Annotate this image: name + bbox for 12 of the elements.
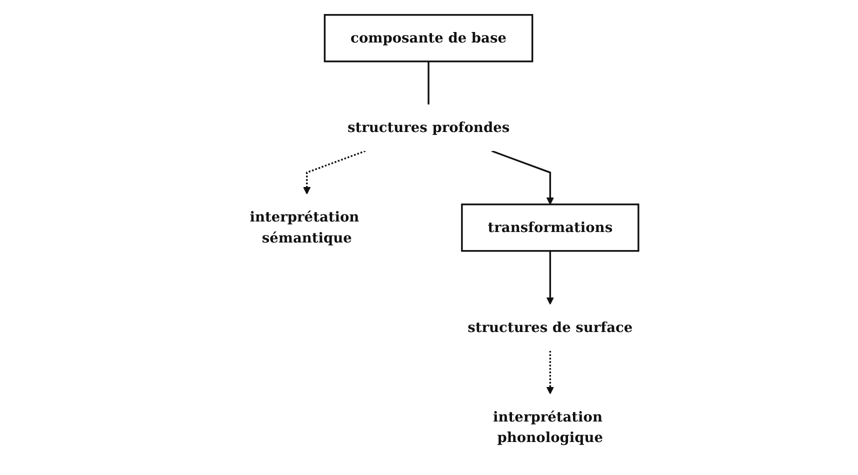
arrow <box>492 150 554 204</box>
connector <box>428 60 430 104</box>
arrow <box>546 250 554 304</box>
arrow <box>546 350 554 394</box>
node-text: interprétation sémantique <box>250 208 360 246</box>
flowchart-drawing: composante de base structures profondes interprétation sémantique transformations structures de surface interprétation phonologique <box>188 8 670 468</box>
node-box <box>462 203 640 252</box>
node-text: interprétation phonologique <box>494 408 604 446</box>
node-text: structures profondes <box>348 118 510 135</box>
arrow <box>304 150 366 194</box>
node-text: structures de surface <box>468 318 634 335</box>
node-box <box>324 14 534 62</box>
